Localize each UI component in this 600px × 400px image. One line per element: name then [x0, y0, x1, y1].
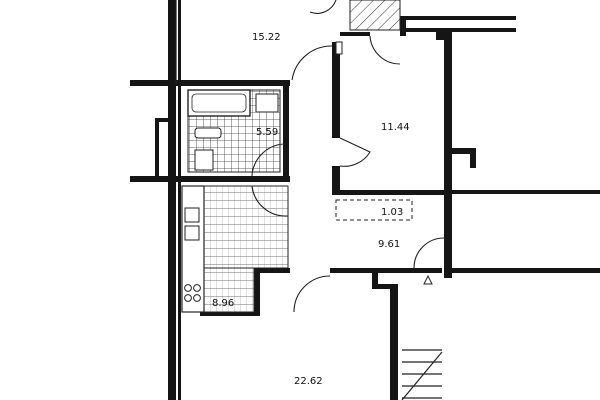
wall-right-stub-v: [470, 148, 476, 168]
washbasin: [194, 149, 214, 171]
door-bedroom: [339, 137, 371, 167]
wall-right-exterior-low: [452, 268, 600, 273]
kitchen-counter: [181, 185, 205, 313]
wall-top-right-b: [406, 28, 516, 32]
wall-living-right: [390, 284, 398, 400]
hob-3: [184, 294, 192, 302]
wall-horizontal-middle: [130, 176, 290, 182]
hob-2: [193, 284, 201, 292]
hob-4: [193, 294, 201, 302]
kitchen: [181, 185, 289, 313]
wall-top-post: [400, 16, 406, 36]
bath-sink: [255, 93, 279, 113]
wall-bedroom-corner: [436, 32, 452, 40]
area-label-living-south: 22.62: [294, 376, 323, 387]
hob-1: [184, 284, 192, 292]
storage-outline: [335, 199, 413, 221]
area-label-storage: 1.03: [381, 207, 403, 218]
door-living: [293, 275, 331, 313]
kitchen-floor: [203, 185, 289, 269]
bathroom: [187, 89, 285, 177]
kitchen-floor-lower: [203, 267, 255, 313]
wall-top-right-a: [406, 16, 516, 20]
door-kitchen: [251, 185, 289, 217]
wall-niche-top: [155, 118, 169, 122]
wall-bedroom-left: [332, 42, 340, 138]
area-label-living-north: 15.22: [252, 32, 281, 43]
switch-box: [335, 41, 343, 55]
wall-top-entry: [340, 32, 370, 36]
door-upper-hall: [291, 45, 333, 81]
arrow-marker: [423, 274, 433, 285]
wall-bath-right: [283, 86, 289, 176]
wall-kitchen-bottom: [200, 312, 258, 316]
wall-left-inner: [178, 0, 181, 400]
wall-bedroom-bottom: [332, 190, 444, 195]
door-hall-right: [413, 237, 445, 269]
wall-horizontal-upper: [130, 80, 290, 86]
kitchen-sink-b: [184, 225, 200, 241]
wall-kitchen-right: [254, 268, 260, 316]
toilet: [194, 127, 222, 139]
stairs: [401, 349, 443, 400]
wall-right-exterior-mid: [452, 190, 600, 194]
walls: [130, 0, 600, 400]
door-bath: [251, 143, 285, 177]
wall-hall-bottom: [330, 268, 442, 273]
wall-hall-stub-h: [372, 284, 396, 289]
area-label-kitchen: 8.96: [212, 298, 234, 309]
wall-right-stub: [452, 148, 476, 154]
wall-bedroom-right: [444, 32, 452, 272]
bathtub-inner: [191, 93, 247, 113]
wall-left-main: [168, 0, 176, 400]
wall-kitchen-top-right: [254, 268, 290, 273]
door-top-left: [309, 0, 337, 14]
wall-hall-stub: [372, 268, 378, 288]
area-label-hall: 9.61: [378, 239, 400, 250]
door-entry: [369, 35, 401, 65]
area-label-bath: 5.59: [256, 127, 278, 138]
area-label-bedroom: 11.44: [381, 122, 410, 133]
hatched-entry: [349, 0, 401, 31]
wall-bedroom-left-lower: [332, 166, 340, 194]
wall-hall-right-end: [444, 268, 452, 278]
wall-niche-left: [155, 118, 159, 176]
kitchen-sink-a: [184, 207, 200, 223]
